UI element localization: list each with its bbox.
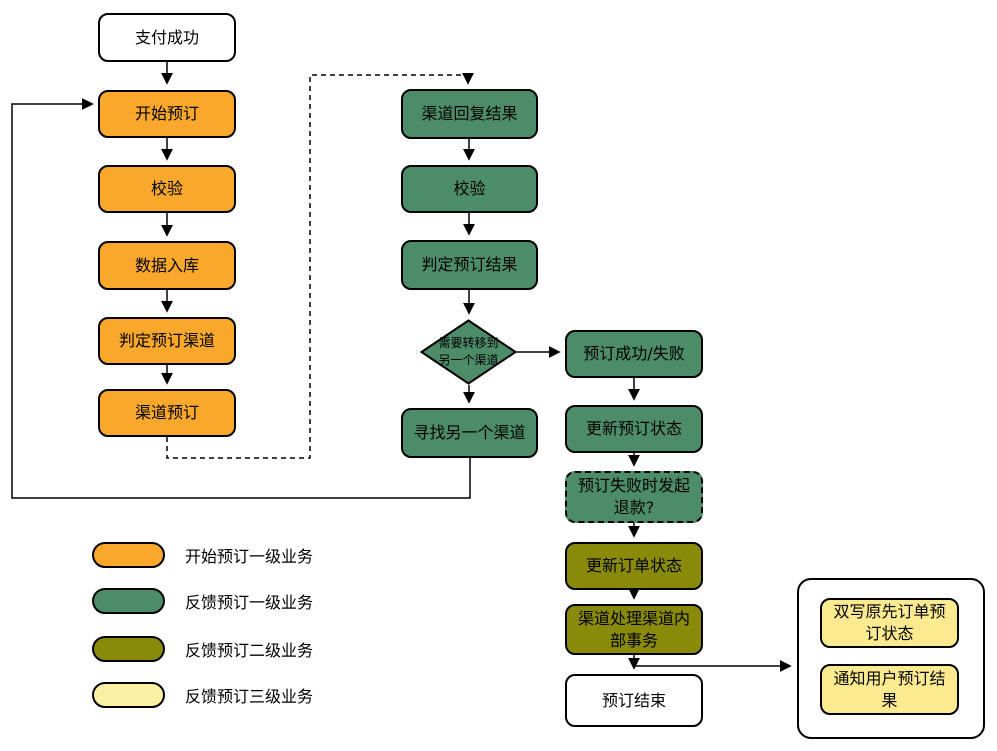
- node-update-order-status-label: 更新订单状态: [585, 556, 682, 576]
- node-notify-user: 通知用户预订结果: [820, 664, 959, 715]
- node-pay-success: 支付成功: [98, 13, 236, 62]
- legend-label-orange: 开始预订一级业务: [185, 547, 314, 566]
- node-refund-question-label: 预订失败时发起退款?: [577, 476, 690, 517]
- node-update-booking-status-label: 更新预订状态: [585, 419, 682, 439]
- node-dual-write-status: 双写原先订单预订状态: [820, 598, 959, 648]
- node-booking-result-label: 预订成功/失败: [583, 344, 685, 364]
- node-booking-end-label: 预订结束: [601, 690, 666, 710]
- legend-label-olive: 反馈预订二级业务: [185, 641, 314, 660]
- node-validate-2-label: 校验: [453, 179, 486, 199]
- node-update-booking-status: 更新预订状态: [565, 405, 703, 453]
- node-channel-booking-label: 渠道预订: [134, 403, 199, 423]
- legend-label-lightyellow: 反馈预订三级业务: [185, 687, 314, 706]
- node-channel-reply-label: 渠道回复结果: [421, 104, 518, 124]
- node-channel-internal-affairs: 渠道处理渠道内部事务: [565, 604, 703, 655]
- node-determine-channel-label: 判定预订渠道: [118, 331, 215, 351]
- node-find-another-channel: 寻找另一个渠道: [401, 408, 538, 458]
- node-update-order-status: 更新订单状态: [565, 542, 703, 590]
- legend-label-green: 反馈预订一级业务: [185, 593, 314, 612]
- diamond-shape: [420, 319, 517, 385]
- node-data-store: 数据入库: [98, 241, 236, 290]
- node-find-another-channel-label: 寻找另一个渠道: [413, 423, 526, 443]
- decision-need-transfer-label: 需要转移到另一个渠道: [438, 336, 499, 367]
- node-validate-2: 校验: [401, 165, 538, 213]
- node-validate-1-label: 校验: [150, 179, 183, 199]
- legend-item-lightyellow: 反馈预订三级业务: [92, 682, 313, 708]
- node-booking-result: 预订成功/失败: [565, 330, 703, 378]
- node-channel-internal-affairs-label: 渠道处理渠道内部事务: [577, 608, 690, 650]
- node-start-booking-label: 开始预订: [134, 104, 199, 124]
- node-notify-user-label: 通知用户预订结果: [833, 668, 946, 710]
- node-dual-write-status-label: 双写原先订单预订状态: [833, 602, 946, 643]
- legend-swatch-lightyellow: [92, 682, 165, 708]
- node-start-booking: 开始预订: [98, 90, 236, 138]
- node-validate-1: 校验: [98, 165, 236, 213]
- connector-channel-booking-to-reply-dashed: [166, 72, 474, 459]
- legend-item-orange: 开始预订一级业务: [92, 542, 313, 568]
- node-determine-result-label: 判定预订结果: [421, 255, 518, 275]
- node-data-store-label: 数据入库: [134, 255, 199, 275]
- legend-item-green: 反馈预订一级业务: [92, 588, 313, 614]
- node-refund-question: 预订失败时发起退款?: [565, 471, 703, 523]
- legend-swatch-orange: [92, 542, 165, 568]
- node-channel-reply: 渠道回复结果: [401, 89, 538, 139]
- legend-swatch-olive: [92, 636, 165, 662]
- decision-need-transfer: 需要转移到另一个渠道: [420, 319, 517, 385]
- node-booking-end: 预订结束: [565, 674, 703, 727]
- node-channel-booking: 渠道预订: [98, 389, 236, 437]
- node-determine-result: 判定预订结果: [401, 240, 538, 290]
- legend-item-olive: 反馈预订二级业务: [92, 636, 313, 662]
- node-determine-channel: 判定预订渠道: [98, 317, 236, 365]
- legend-swatch-green: [92, 588, 165, 614]
- connector-find-another-loop-to-start: [11, 98, 471, 499]
- node-pay-success-label: 支付成功: [134, 27, 199, 47]
